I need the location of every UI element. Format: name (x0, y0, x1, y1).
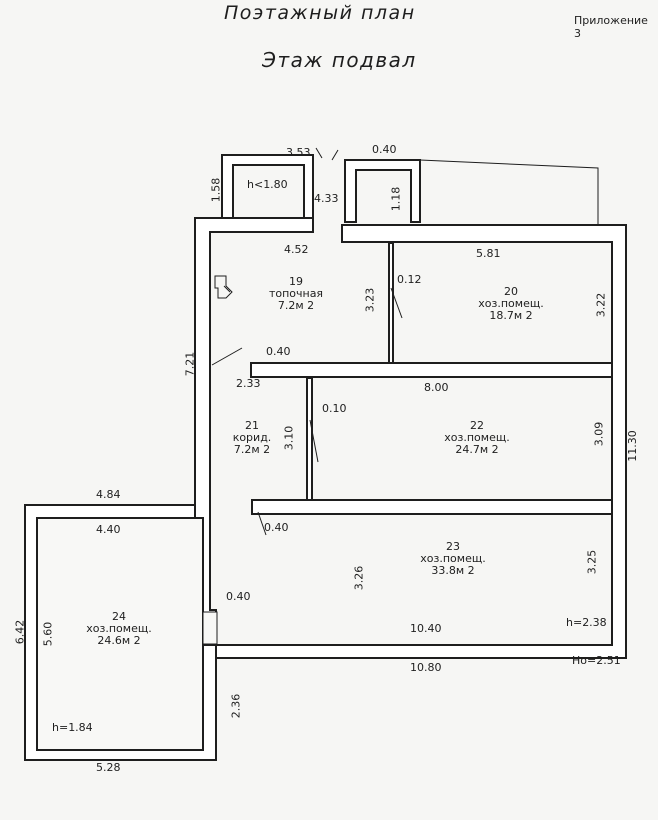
room-23-name: хоз.помещ. (420, 552, 486, 565)
room-21-number: 21 (245, 419, 259, 432)
door-19-21 (211, 347, 243, 366)
dim-1130: 11.30 (625, 430, 639, 462)
dim-310: 3.10 (282, 425, 296, 451)
dim-h-184: h=1.84 (52, 721, 93, 734)
partition-21-22 (306, 377, 313, 501)
right-vestibule-wall (344, 159, 421, 223)
thin-connector (223, 285, 231, 293)
dim-433: 4.33 (314, 192, 339, 205)
dim-800: 8.00 (424, 381, 449, 394)
room-21-area: 7.2м 2 (233, 443, 271, 456)
plan-title: Поэтажный план (224, 2, 416, 24)
dim-1080: 10.80 (410, 661, 442, 674)
dim-642: 6.42 (13, 619, 27, 645)
dim-721: 7.21 (183, 351, 197, 377)
stairs-mark (315, 147, 339, 161)
dim-158: 1.58 (209, 177, 223, 203)
dim-233: 2.33 (236, 377, 261, 390)
dim-326: 3.26 (352, 565, 366, 591)
dim-440: 4.40 (96, 523, 121, 536)
dim-322: 3.22 (594, 292, 608, 318)
room-23-area: 33.8м 2 (431, 564, 475, 577)
dim-h-238: h=2.38 (566, 616, 607, 629)
room-20-name: хоз.помещ. (478, 297, 544, 310)
room-20-label: 20 хоз.помещ. 18.7м 2 (472, 286, 550, 322)
door-21-23 (257, 511, 267, 536)
room-24-interior (36, 517, 204, 751)
room-21-name: корид. (232, 431, 272, 444)
door-19-20 (390, 287, 403, 319)
room-24-label: 24 хоз.помещ. 24.6м 2 (80, 611, 158, 647)
room-19-name: топочная (268, 287, 324, 300)
dim-010: 0.10 (322, 402, 347, 415)
dim-560: 5.60 (41, 621, 55, 647)
room-20-number: 20 (504, 285, 518, 298)
room-20-area: 18.7м 2 (489, 309, 533, 322)
room-23-number: 23 (446, 540, 460, 553)
dim-581: 5.81 (476, 247, 501, 260)
dim-353: 3.53 (286, 146, 311, 159)
room-24-name: хоз.помещ. (86, 622, 152, 635)
dim-236: 2.36 (229, 693, 243, 719)
room-24-area: 24.6м 2 (97, 634, 141, 647)
partition-20-22 (250, 362, 613, 378)
boiler-icon (214, 275, 233, 299)
room-22-name: хоз.помещ. (444, 431, 510, 444)
dim-484: 4.84 (96, 488, 121, 501)
dim-323: 3.23 (363, 287, 377, 313)
dim-040-low: 0.40 (264, 521, 289, 534)
dim-452: 4.52 (284, 243, 309, 256)
dim-1040: 10.40 (410, 622, 442, 635)
room-22-label: 22 хоз.помещ. 24.7м 2 (438, 420, 516, 456)
dim-325: 3.25 (585, 549, 599, 575)
door-21-22 (309, 419, 319, 463)
dim-040-top: 0.40 (372, 143, 397, 156)
room-22-number: 22 (470, 419, 484, 432)
room-23-label: 23 хоз.помещ. 33.8м 2 (414, 541, 492, 577)
room-19-number: 19 (289, 275, 303, 288)
room-24-number: 24 (112, 610, 126, 623)
partition-19-20 (388, 242, 394, 364)
dim-528: 5.28 (96, 761, 121, 774)
room-19-label: 19 топочная 7.2м 2 (262, 276, 330, 312)
dim-012: 0.12 (397, 273, 422, 286)
opening-24-23 (202, 611, 218, 645)
dim-040-door: 0.40 (226, 590, 251, 603)
dim-h-180: h<1.80 (247, 178, 288, 191)
partition-22-23 (251, 499, 613, 515)
dim-040-mid: 0.40 (266, 345, 291, 358)
annex-outline (419, 159, 599, 225)
dim-118: 1.18 (389, 186, 403, 212)
room-19-area: 7.2м 2 (277, 299, 315, 312)
room-21-label: 21 корид. 7.2м 2 (228, 420, 276, 456)
dim-309: 3.09 (592, 421, 606, 447)
room-22-area: 24.7м 2 (455, 443, 499, 456)
floor-title: Этаж подвал (262, 48, 417, 72)
dim-ho-251: Ho=2.51 (572, 654, 621, 667)
appendix-label: Приложение 3 (574, 14, 648, 40)
